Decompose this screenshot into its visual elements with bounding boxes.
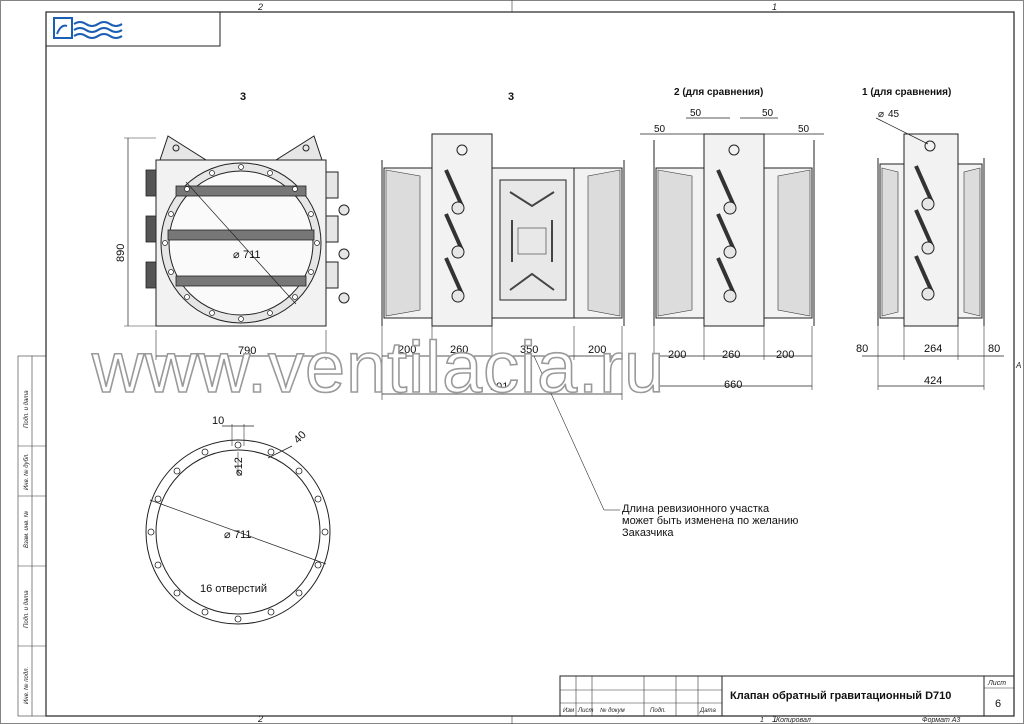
tb-col-sign: Подп. <box>650 708 666 714</box>
view3-label: 2 (для сравнения) <box>674 87 763 98</box>
tb-format: Формат А3 <box>922 717 960 724</box>
note-line-3: Заказчика <box>622 527 674 539</box>
view2-label: 3 <box>508 91 514 103</box>
dim-200d: 200 <box>776 349 794 361</box>
dim-dia45: 45 <box>888 109 900 120</box>
dim-790: 790 <box>238 345 256 357</box>
zone-side-letter: A <box>1015 361 1021 370</box>
flange-dim-10: 10 <box>212 415 224 427</box>
side-stamp: Подп. и дата Инв. № дубл. Взам. инв. № П… <box>17 355 47 717</box>
dim-80b: 80 <box>988 343 1000 355</box>
note-line-2: может быть изменена по желанию <box>622 515 798 527</box>
front-dia-symbol: ⌀ <box>233 249 240 261</box>
zone-bottom-right: 1 <box>772 714 777 724</box>
dim-50a: 50 <box>654 124 666 135</box>
dim-80a: 80 <box>856 343 868 355</box>
dia45-symbol: ⌀ <box>878 109 884 120</box>
stamp-5: Инв. № подл. <box>23 667 30 704</box>
view4-label: 1 (для сравнения) <box>862 87 951 98</box>
side-view-3 <box>381 133 625 327</box>
watermark: www.ventilacia.ru <box>91 328 665 408</box>
tb-col-date: Дата <box>699 708 716 714</box>
dim-1010: 1010 <box>490 381 514 393</box>
flange-dim-40: 40 <box>292 429 309 446</box>
dim-260a: 260 <box>450 344 468 356</box>
front-view <box>145 135 350 327</box>
zone-top-right: 1 <box>772 2 777 12</box>
stamp-3: Взам. инв. № <box>23 510 30 548</box>
stamp-4: Подп. и дата <box>24 590 30 628</box>
side-view-1 <box>875 117 985 327</box>
dim-200c: 200 <box>668 349 686 361</box>
dim-890: 890 <box>115 244 127 262</box>
view3-dims <box>640 117 824 390</box>
dim-50b: 50 <box>690 108 702 119</box>
dim-200a: 200 <box>398 344 416 356</box>
note-leader <box>533 355 605 511</box>
zone-top-left: 2 <box>257 2 263 12</box>
company-logo <box>53 17 123 39</box>
flange-dia-symbol: ⌀ <box>224 529 231 541</box>
logo-box <box>45 11 221 47</box>
view2-dims <box>381 326 623 400</box>
tb-col-izm: Изм <box>563 708 574 714</box>
flange-dim-12: ⌀12 <box>233 457 245 476</box>
tb-title: Клапан обратный гравитационный D710 <box>730 690 951 702</box>
dim-50d: 50 <box>798 124 810 135</box>
flange-dim-711: 711 <box>234 529 252 541</box>
tb-col-list: Лист <box>577 708 593 714</box>
tb-sheet-label: Лист <box>987 680 1006 687</box>
tb-sheet-no: 6 <box>995 698 1001 710</box>
zone-bottom-left: 2 <box>257 714 263 724</box>
flange-detail <box>145 424 331 625</box>
dim-660: 660 <box>724 379 742 391</box>
stamp-1: Подп. и дата <box>24 390 30 428</box>
tb-copied: Копировал <box>776 717 811 724</box>
view1-label: 3 <box>240 91 246 103</box>
dim-260b: 260 <box>722 349 740 361</box>
front-dia-711: 711 <box>243 249 261 261</box>
dim-200b: 200 <box>588 344 606 356</box>
dim-50c: 50 <box>762 108 774 119</box>
dim-424: 424 <box>924 375 942 387</box>
dim-264: 264 <box>924 343 942 355</box>
stamp-2: Инв. № дубл. <box>23 453 30 490</box>
flange-holes: 16 отверстий <box>200 583 267 595</box>
actuator-arms <box>444 169 465 303</box>
title-block <box>559 675 1015 717</box>
tb-col-doc: № докум <box>600 707 625 714</box>
note-line-1: Длина ревизионного участка <box>622 503 770 515</box>
dim-350: 350 <box>520 344 538 356</box>
tb-bottom-no: 1 <box>760 717 764 724</box>
view4-dims <box>862 326 1004 390</box>
side-view-2 <box>653 133 815 327</box>
flange-dim-12-value: 12 <box>233 457 245 469</box>
